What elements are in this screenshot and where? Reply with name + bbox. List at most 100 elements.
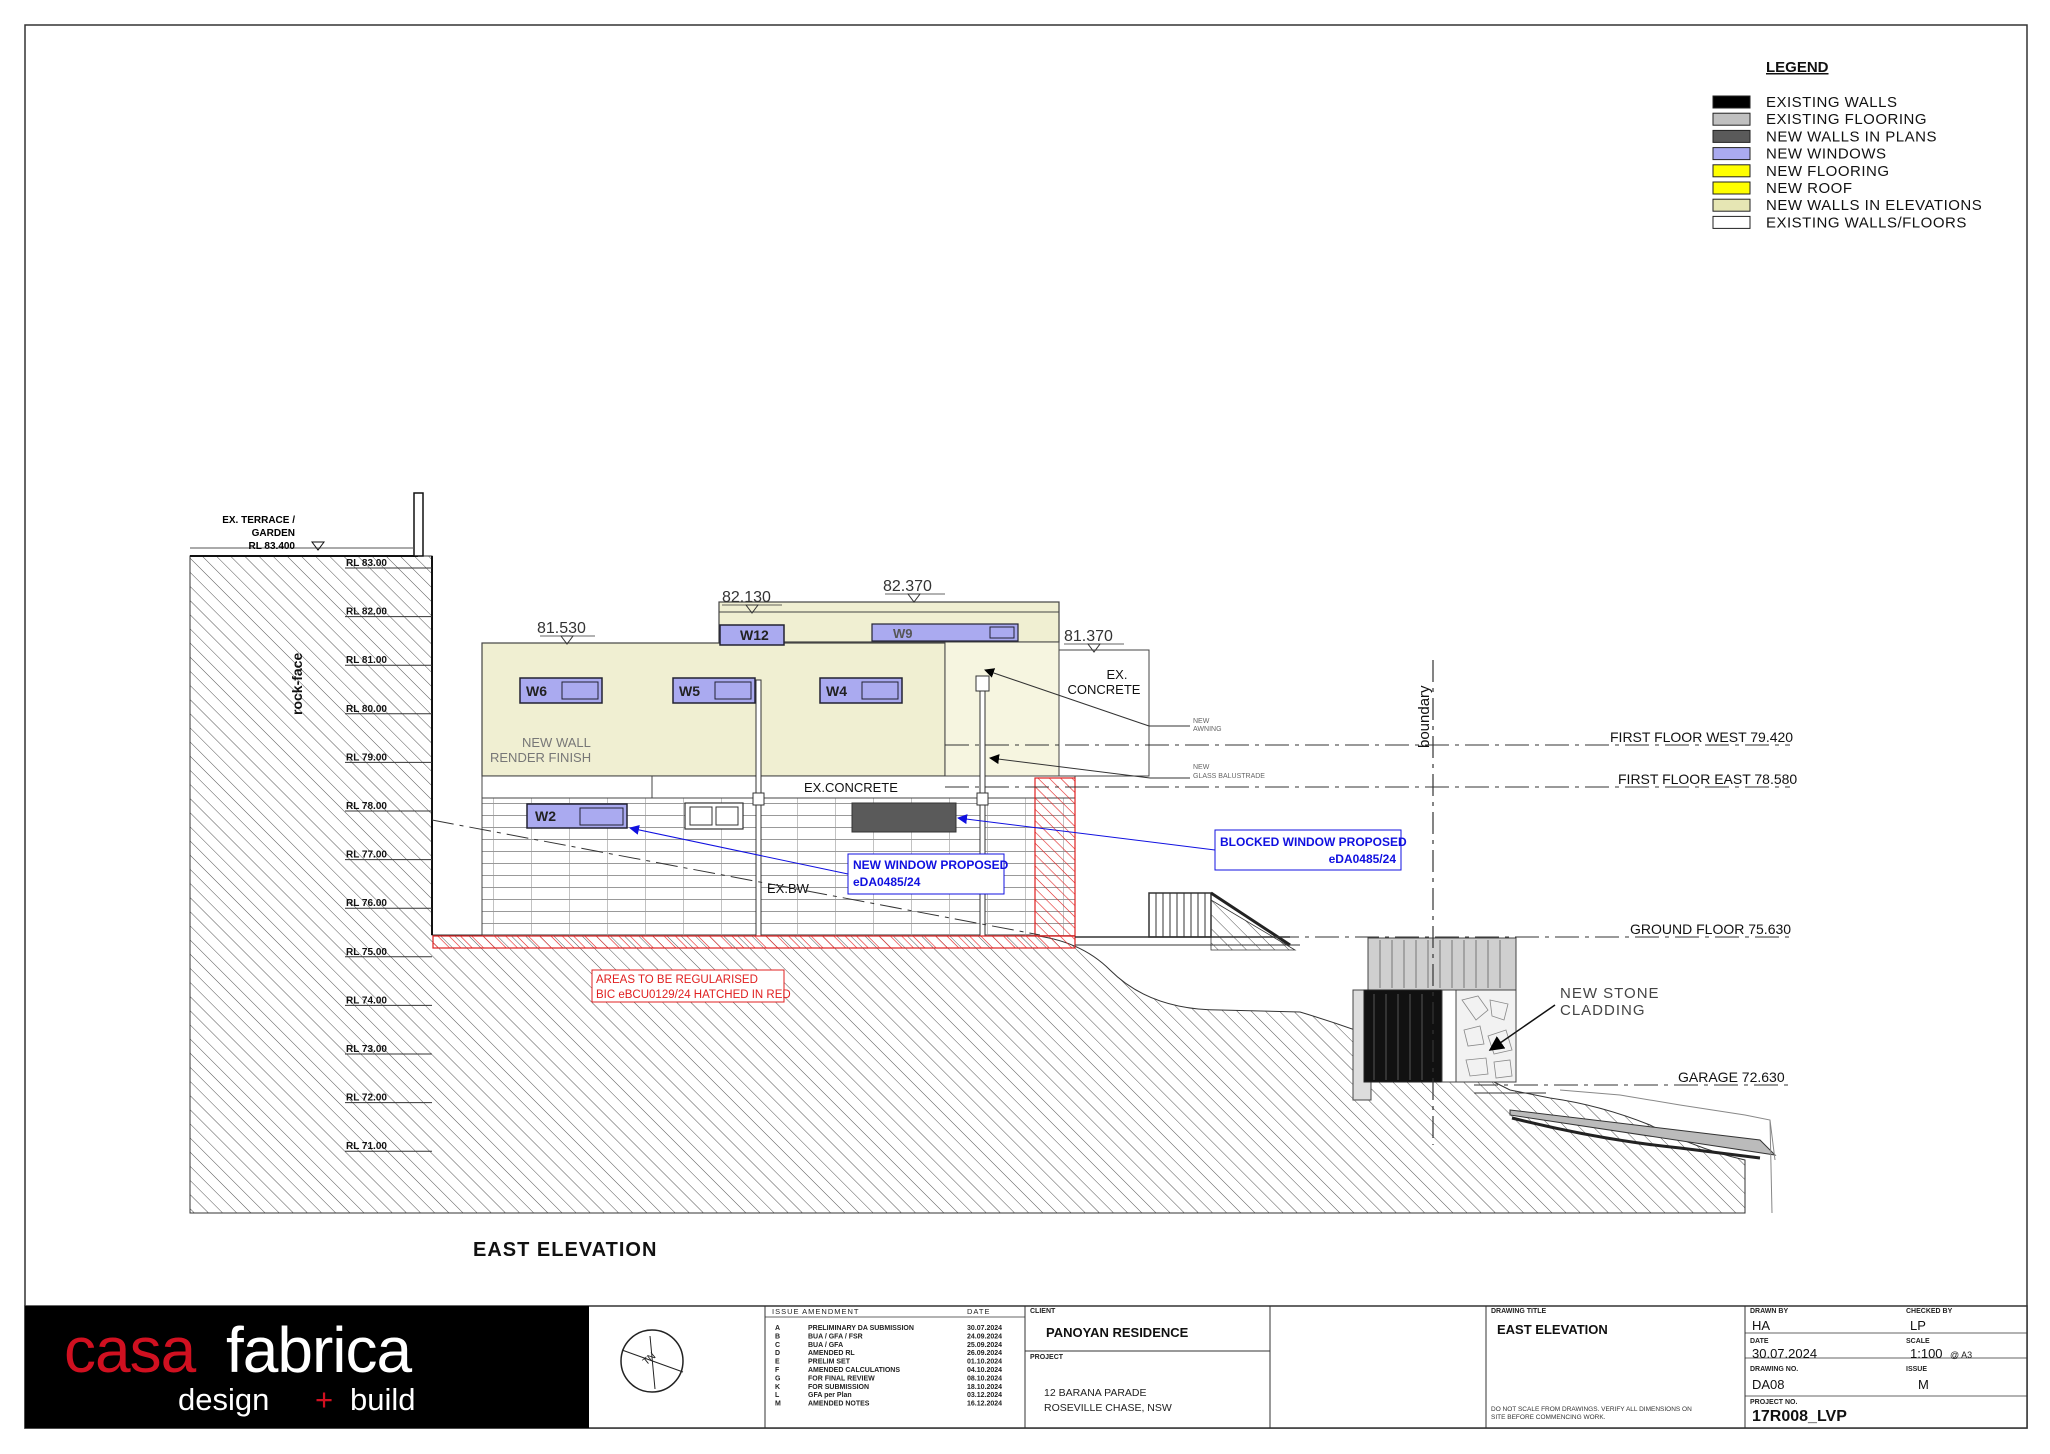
window-w5: W5: [672, 677, 756, 704]
rl-level: RL 74.00: [345, 995, 432, 1006]
ex-concrete-block: [1058, 649, 1150, 777]
legend-label: NEW WINDOWS: [1766, 146, 1886, 163]
drawing-no-label: DRAWING NO.: [1750, 1366, 1798, 1373]
ex-bw-label: EX.BW: [767, 881, 810, 896]
issue-code: C: [775, 1342, 780, 1349]
rl-level-label: RL 71.00: [346, 1141, 387, 1152]
tagline-build: build: [350, 1382, 416, 1417]
first-floor-west-label: FIRST FLOOR WEST 79.420: [1610, 729, 1793, 745]
checked-by-value: LP: [1910, 1318, 1926, 1333]
rl-level-label: RL 78.00: [346, 801, 387, 812]
issue-value: M: [1918, 1377, 1929, 1392]
regularised-callout: AREAS TO BE REGULARISED BIC eBCU0129/24 …: [591, 969, 791, 1003]
date-header: DATE: [967, 1307, 990, 1316]
ex-concrete-upper-label: EX.: [1107, 667, 1128, 682]
legend-item: EXISTING WALLS: [1712, 94, 1897, 111]
legend-item: NEW WINDOWS: [1712, 146, 1886, 163]
project-label: PROJECT: [1030, 1354, 1064, 1361]
window-w9-label: W9: [893, 626, 913, 641]
issue-date: 04.10.2024: [967, 1367, 1002, 1374]
rl-level: RL 73.00: [345, 1044, 432, 1055]
legend-swatch: [1712, 112, 1751, 126]
drawn-by-value: HA: [1752, 1318, 1770, 1333]
rear-side-wall: [944, 641, 1060, 777]
new-glass-label-1: NEW: [1193, 764, 1210, 771]
tagline-plus: +: [315, 1382, 333, 1417]
rl-level-label: RL 83.00: [346, 558, 387, 569]
issue-desc: FOR SUBMISSION: [808, 1384, 869, 1391]
legend-label: EXISTING WALLS: [1766, 94, 1897, 111]
issue-desc: AMENDED NOTES: [808, 1401, 870, 1408]
post-left: [755, 679, 762, 937]
blocked-window-callout: BLOCKED WINDOW PROPOSED eDA0485/24: [957, 814, 1407, 871]
new-wall-label: NEW WALL: [522, 735, 591, 750]
post-right: [979, 675, 986, 937]
legend-swatch: [1712, 147, 1751, 161]
rl-level-label: RL 80.00: [346, 704, 387, 715]
legend-swatch: [1712, 95, 1751, 109]
legend-item: NEW FLOORING: [1712, 163, 1889, 180]
project-line1: 12 BARANA PARADE: [1044, 1387, 1147, 1399]
issue-label: ISSUE: [1906, 1366, 1927, 1373]
rl-level: RL 71.00: [345, 1141, 432, 1152]
legend-label: EXISTING FLOORING: [1766, 111, 1927, 128]
title-block: casa fabrica design + build TN ISSUE AME…: [24, 1305, 2028, 1429]
issue-code: B: [775, 1333, 780, 1340]
window-w12-label: W12: [740, 627, 769, 643]
stone-cladding-label-1: NEW STONE: [1560, 985, 1660, 1002]
disclaimer-line1: DO NOT SCALE FROM DRAWINGS. VERIFY ALL D…: [1491, 1406, 1692, 1413]
checked-by-label: CHECKED BY: [1906, 1308, 1953, 1315]
window-w5-label: W5: [679, 683, 700, 699]
new-window-callout-line1: NEW WINDOW PROPOSED: [853, 858, 1009, 872]
floor-level-lines: [945, 744, 1790, 1086]
legend-label: NEW WALLS IN PLANS: [1766, 128, 1937, 145]
issue-code: E: [775, 1359, 780, 1366]
issue-desc: FOR FINAL REVIEW: [808, 1375, 875, 1382]
window-w2-label: W2: [535, 808, 556, 824]
issue-code: K: [775, 1384, 780, 1391]
legend-item: EXISTING WALLS/FLOORS: [1712, 214, 1966, 231]
existing-window: [684, 802, 744, 830]
issue-date: 18.10.2024: [967, 1384, 1002, 1391]
drawing-name-label: EAST ELEVATION: [473, 1239, 657, 1261]
issue-date: 26.09.2024: [967, 1350, 1002, 1357]
rl-level-label: RL 76.00: [346, 898, 387, 909]
rl-level: RL 78.00: [345, 801, 432, 812]
legend-label: NEW ROOF: [1766, 180, 1853, 197]
issue-date: 16.12.2024: [967, 1401, 1002, 1408]
window-w9: W9: [871, 623, 1019, 642]
rock-face-label: rock-face: [289, 653, 305, 715]
rl-level-label: RL 75.00: [346, 947, 387, 958]
disclaimer-line2: SITE BEFORE COMMENCING WORK.: [1491, 1414, 1606, 1421]
natural-ground-line: [431, 819, 1041, 936]
ex-concrete-label: EX.CONCRETE: [804, 780, 898, 795]
issue-header: ISSUE AMENDMENT: [772, 1307, 860, 1316]
issue-desc: GFA per Plan: [808, 1392, 852, 1399]
regularised-slab-area: [432, 935, 1076, 949]
boundary-label: boundary: [1416, 685, 1433, 748]
stone-cladding-label-2: CLADDING: [1560, 1002, 1646, 1019]
client-label: CLIENT: [1030, 1308, 1056, 1315]
issue-code: A: [775, 1325, 780, 1332]
rl-level-label: RL 72.00: [346, 1093, 387, 1104]
project-line2: ROSEVILLE CHASE, NSW: [1044, 1402, 1172, 1414]
legend-swatch: [1712, 198, 1751, 212]
issue-code: M: [775, 1401, 781, 1408]
terrace: EX. TERRACE / GARDEN RL 83.400: [190, 492, 424, 557]
terrace-level: RL 83.400: [248, 541, 295, 552]
regularised-wall-area: [1034, 777, 1076, 937]
rl-level-label: RL 77.00: [346, 850, 387, 861]
rl-level-label: RL 79.00: [346, 752, 387, 763]
issue-desc: AMENDED CALCULATIONS: [808, 1367, 900, 1374]
scale-label: SCALE: [1906, 1338, 1930, 1345]
project-no-label: PROJECT NO.: [1750, 1399, 1798, 1406]
legend-item: EXISTING FLOORING: [1712, 111, 1927, 128]
regularised-callout-line1: AREAS TO BE REGULARISED: [596, 974, 758, 986]
legend-title: LEGEND: [1766, 59, 1829, 76]
drawing-title-value: EAST ELEVATION: [1497, 1322, 1608, 1337]
rl-level-label: RL 81.00: [346, 655, 387, 666]
